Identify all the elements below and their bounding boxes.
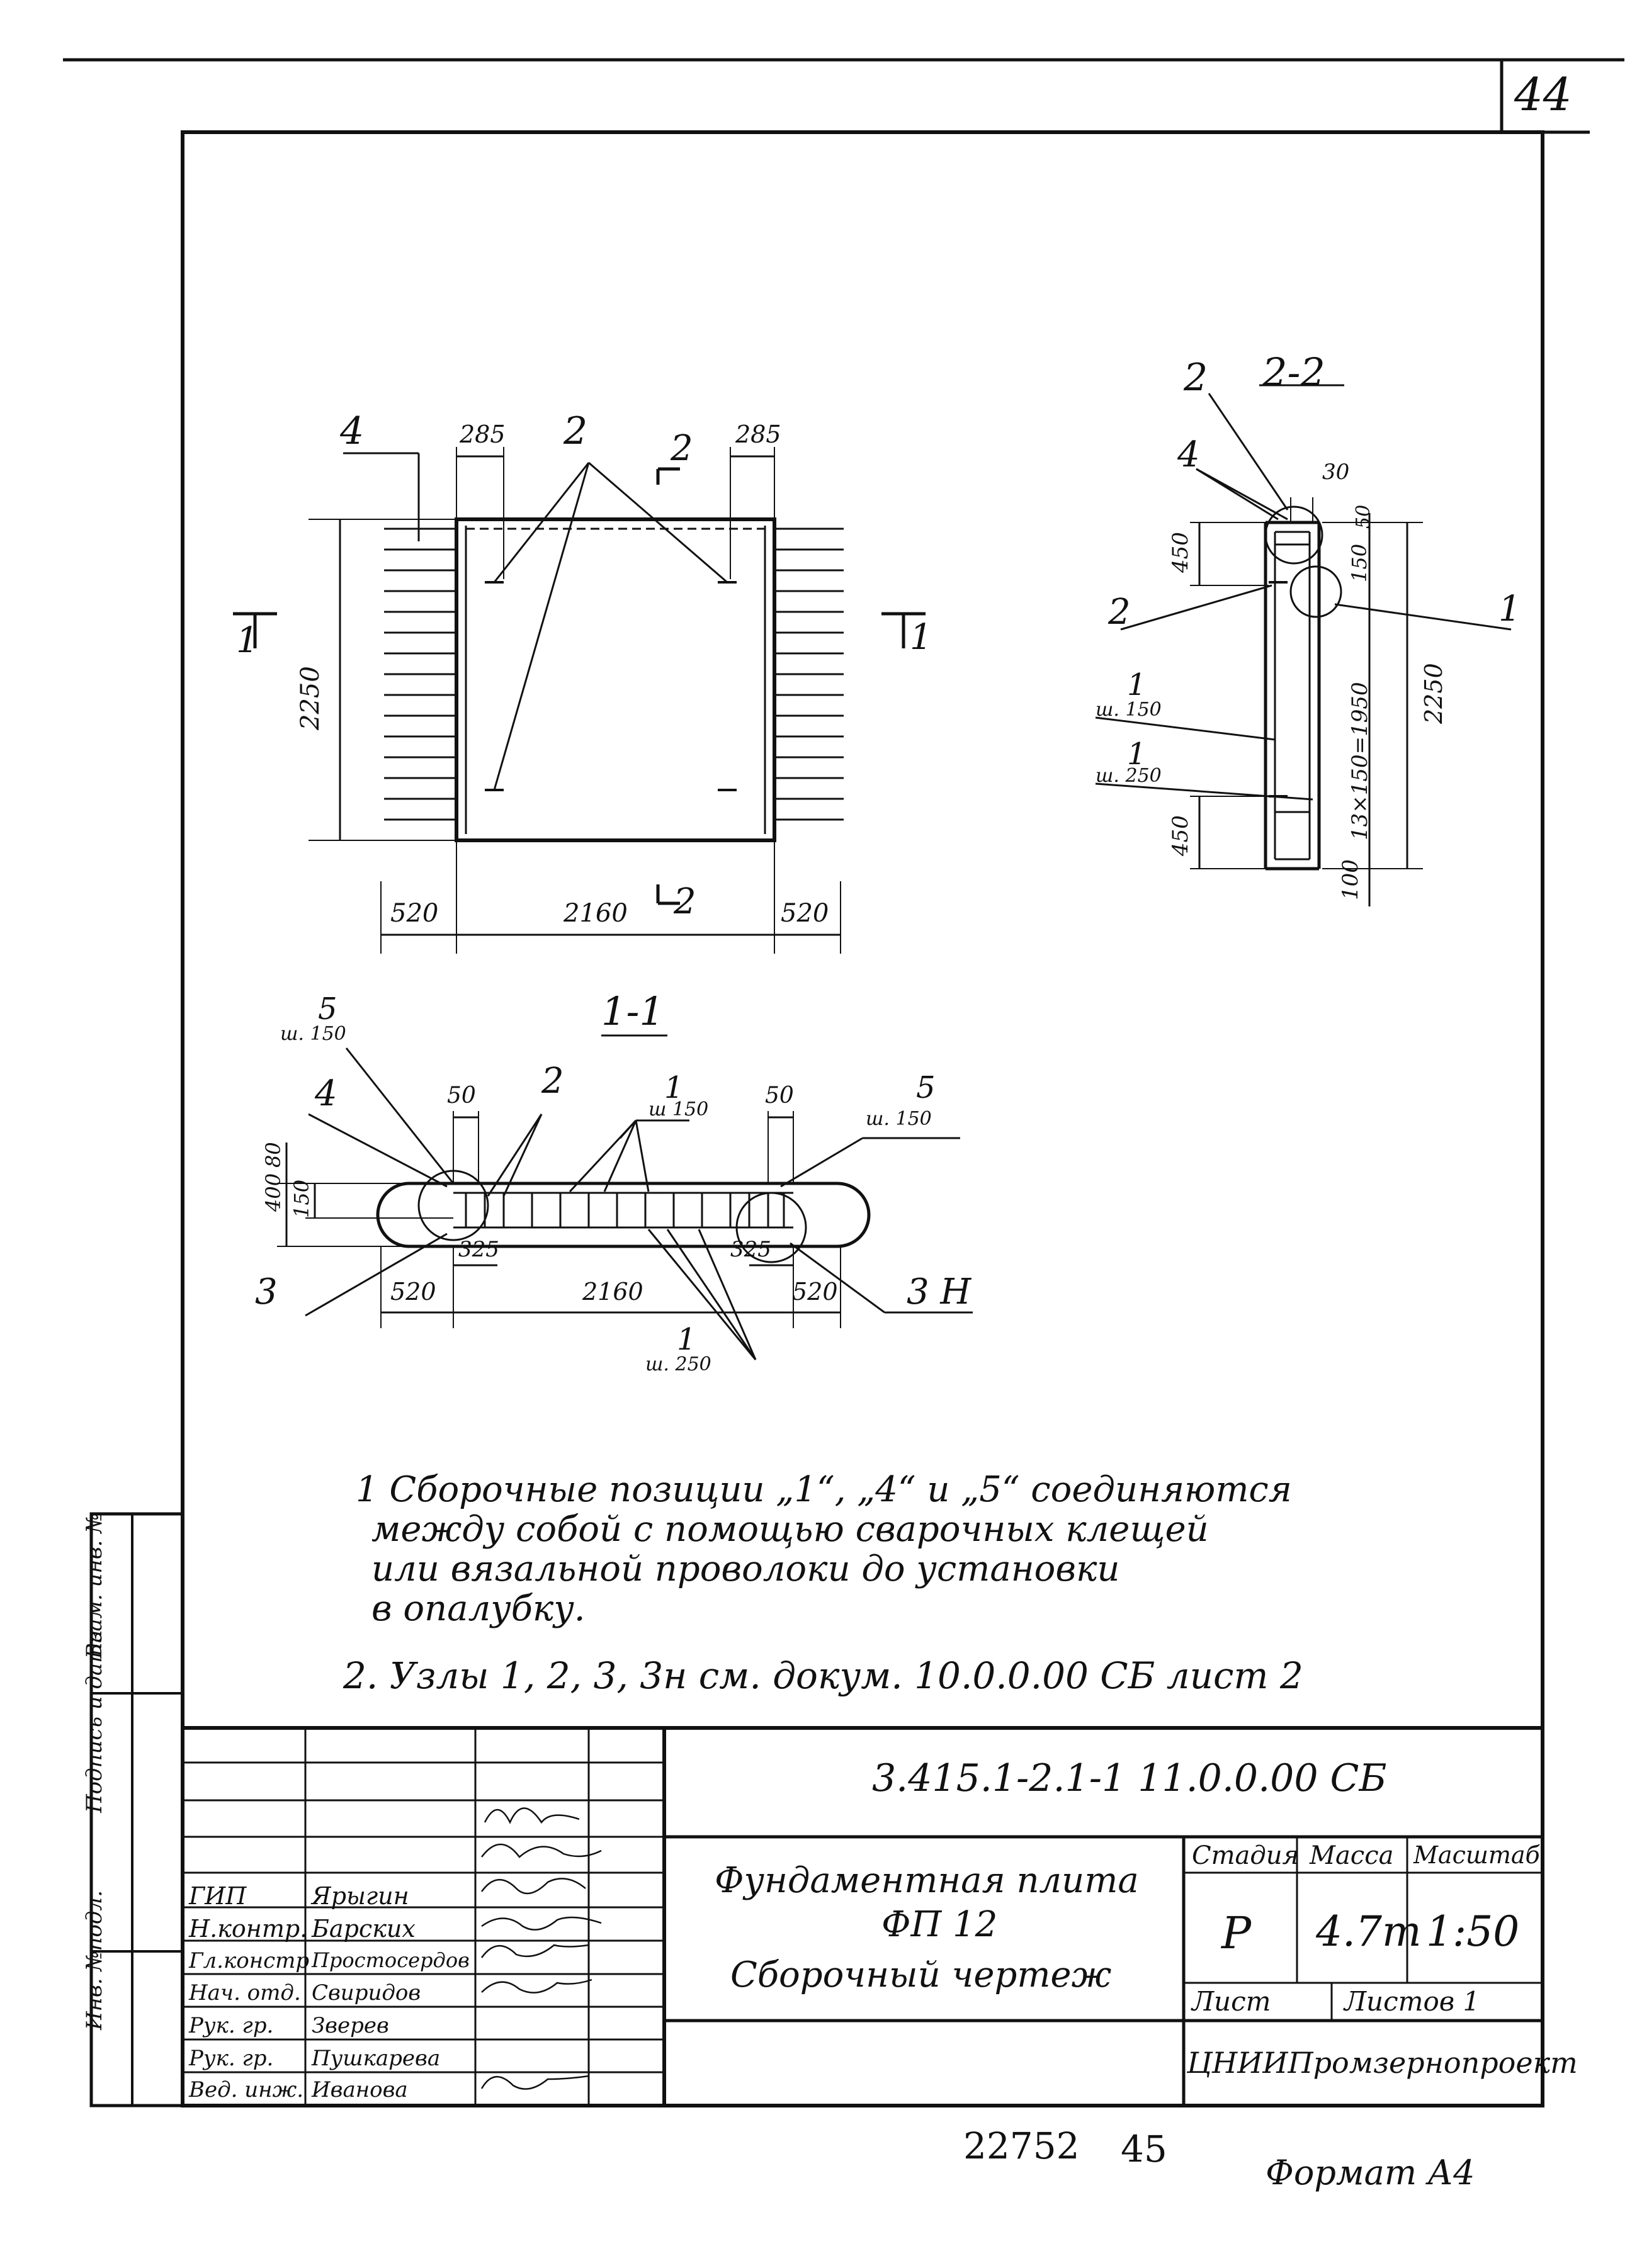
plan-dim-2250: 2250 xyxy=(296,666,325,730)
sec11-dim-520-left: 520 xyxy=(390,1278,436,1306)
section-1-1-title: 1-1 xyxy=(601,988,664,1034)
name-ruk-gr-2: Пушкарева xyxy=(312,2046,441,2071)
sec11-label-pos4: 4 xyxy=(315,1073,337,1114)
value-stage: Р xyxy=(1221,1907,1252,1959)
sec22-label-pos1-a: 1 xyxy=(1127,667,1147,702)
sec11-label-pos5-left-spacing: ш. 150 xyxy=(280,1023,346,1045)
title-line-2: ФП 12 xyxy=(881,1904,998,1945)
sec11-label-pos1-top: 1 xyxy=(664,1070,684,1105)
sec22-dim-2250: 2250 xyxy=(1420,663,1447,724)
sec22-dim-30: 30 xyxy=(1322,460,1350,485)
sec11-dim-80: 80 xyxy=(261,1142,285,1168)
sec22-dim-150: 150 xyxy=(1347,543,1371,582)
role-gl-konstr: Гл.констр xyxy=(189,1948,310,1973)
role-n-kontr: Н.контр. xyxy=(189,1915,308,1943)
sec11-dim-2160: 2160 xyxy=(582,1278,643,1306)
plan-dim-285-left: 285 xyxy=(460,420,506,448)
sec22-label-pos1-right: 1 xyxy=(1498,589,1521,629)
header-stage: Стадия xyxy=(1192,1841,1299,1870)
sec22-dim-100: 100 xyxy=(1338,859,1363,900)
plan-label-pos2: 2 xyxy=(564,409,588,453)
plan-dim-520-left: 520 xyxy=(390,899,439,928)
document-code: 3.415.1-2.1-1 11.0.0.00 СБ xyxy=(872,1756,1387,1800)
note-1-line-1: 1 Сборочные позиции „1“, „4“ и „5“ соеди… xyxy=(356,1469,1292,1510)
note-1-line-4: в опалубку. xyxy=(371,1588,586,1629)
name-gip: Ярыгин xyxy=(312,1882,409,1910)
plan-dim-520-right: 520 xyxy=(781,899,829,928)
sec11-dim-50-left: 50 xyxy=(447,1083,476,1109)
name-ved-inzh: Иванова xyxy=(312,2077,408,2102)
sec11-label-pos5-right: 5 xyxy=(916,1070,936,1105)
name-gl-konstr: Простосердов xyxy=(312,1948,470,1972)
sec11-dim-325-left: 325 xyxy=(458,1237,499,1262)
plan-dim-2160: 2160 xyxy=(564,899,628,928)
title-line-1: Фундаментная плита xyxy=(715,1860,1139,1901)
name-n-kontr: Барских xyxy=(312,1915,416,1943)
role-nach-otd: Нач. отд. xyxy=(189,1980,301,2006)
side-stamp-inv-label: Инв. №подл. xyxy=(82,1890,107,2030)
sec11-dim-520-right: 520 xyxy=(792,1278,838,1306)
sheet-label: Лист xyxy=(1192,1986,1271,2017)
note-1-line-3: или вязальной проволоки до установки xyxy=(371,1549,1120,1589)
sec11-dim-50-right: 50 xyxy=(765,1083,794,1109)
plan-section-mark-2-bottom: 2 xyxy=(674,881,696,922)
title-line-3: Сборочный чертеж xyxy=(730,1955,1112,1995)
plan-section-mark-2-top: 2 xyxy=(671,428,693,469)
sec11-label-pos1-bottom: 1 xyxy=(677,1322,696,1357)
page-number: 44 xyxy=(1514,68,1572,121)
sec11-label-pos2: 2 xyxy=(541,1061,564,1102)
sec22-label-pos1-a-spacing: ш. 150 xyxy=(1096,699,1162,721)
name-nach-otd: Свиридов xyxy=(312,1980,421,2006)
signature-scribbles xyxy=(480,1807,602,2090)
note-2: 2. Узлы 1, 2, 3, 3н см. докум. 10.0.0.00… xyxy=(343,1654,1303,1697)
organization: ЦНИИПромзернопроект xyxy=(1187,2046,1578,2080)
role-ved-inzh: Вед. инж. xyxy=(189,2077,304,2102)
section-2-2-title: 2-2 xyxy=(1262,349,1325,395)
value-mass: 4.7т xyxy=(1316,1907,1422,1956)
sec22-dim-50: 50 xyxy=(1352,504,1374,529)
sec11-label-pos3h: 3 Н xyxy=(907,1272,971,1312)
paper-format: Формат А4 xyxy=(1266,2153,1475,2192)
sec11-dim-400: 400 xyxy=(261,1173,285,1212)
sec22-label-pos2-left: 2 xyxy=(1108,592,1131,633)
sec22-dim-450-top: 450 xyxy=(1168,532,1193,573)
sheets-label: Листов 1 xyxy=(1344,1986,1480,2017)
sec11-label-pos5-right-spacing: ш. 150 xyxy=(866,1108,932,1130)
note-1-line-2: между собой с помощью сварочных клещей xyxy=(371,1509,1209,1550)
value-scale: 1:50 xyxy=(1426,1907,1520,1956)
role-ruk-gr-1: Рук. гр. xyxy=(189,2013,274,2038)
sec11-dim-325-right: 325 xyxy=(730,1237,771,1262)
sec22-label-pos1-b: 1 xyxy=(1127,736,1147,772)
sec22-dim-450-bottom: 450 xyxy=(1168,815,1193,856)
plan-dim-285-right: 285 xyxy=(735,420,781,448)
sec11-label-pos3: 3 xyxy=(255,1272,278,1312)
header-scale: Масштаб xyxy=(1413,1841,1540,1869)
role-ruk-gr-2: Рук. гр. xyxy=(189,2046,274,2071)
side-stamp-replace-label: Взам. инв. № xyxy=(82,1513,107,1659)
sec11-label-pos1-top-spacing: ш 150 xyxy=(649,1098,709,1120)
sec11-label-pos5-left: 5 xyxy=(318,991,337,1027)
sec22-dim-spacing: 13×150=1950 xyxy=(1347,682,1373,840)
plan-section-mark-1-right: 1 xyxy=(910,617,932,658)
sec22-label-pos1-b-spacing: ш. 250 xyxy=(1096,765,1162,787)
sec11-dim-150: 150 xyxy=(290,1179,314,1218)
sheet-number-stamp: 45 xyxy=(1121,2128,1167,2170)
header-mass: Масса xyxy=(1310,1841,1394,1870)
role-gip: ГИП xyxy=(189,1882,247,1910)
sec22-label-pos2-top: 2 xyxy=(1184,356,1208,400)
plan-section-mark-1-left: 1 xyxy=(236,620,259,661)
name-ruk-gr-1: Зверев xyxy=(312,2013,389,2038)
plan-label-pos4: 4 xyxy=(340,409,365,453)
sec11-label-pos1-bottom-spacing: ш. 250 xyxy=(645,1353,711,1375)
stamp-number: 22752 xyxy=(963,2124,1080,2167)
sec22-label-pos4: 4 xyxy=(1177,434,1200,475)
